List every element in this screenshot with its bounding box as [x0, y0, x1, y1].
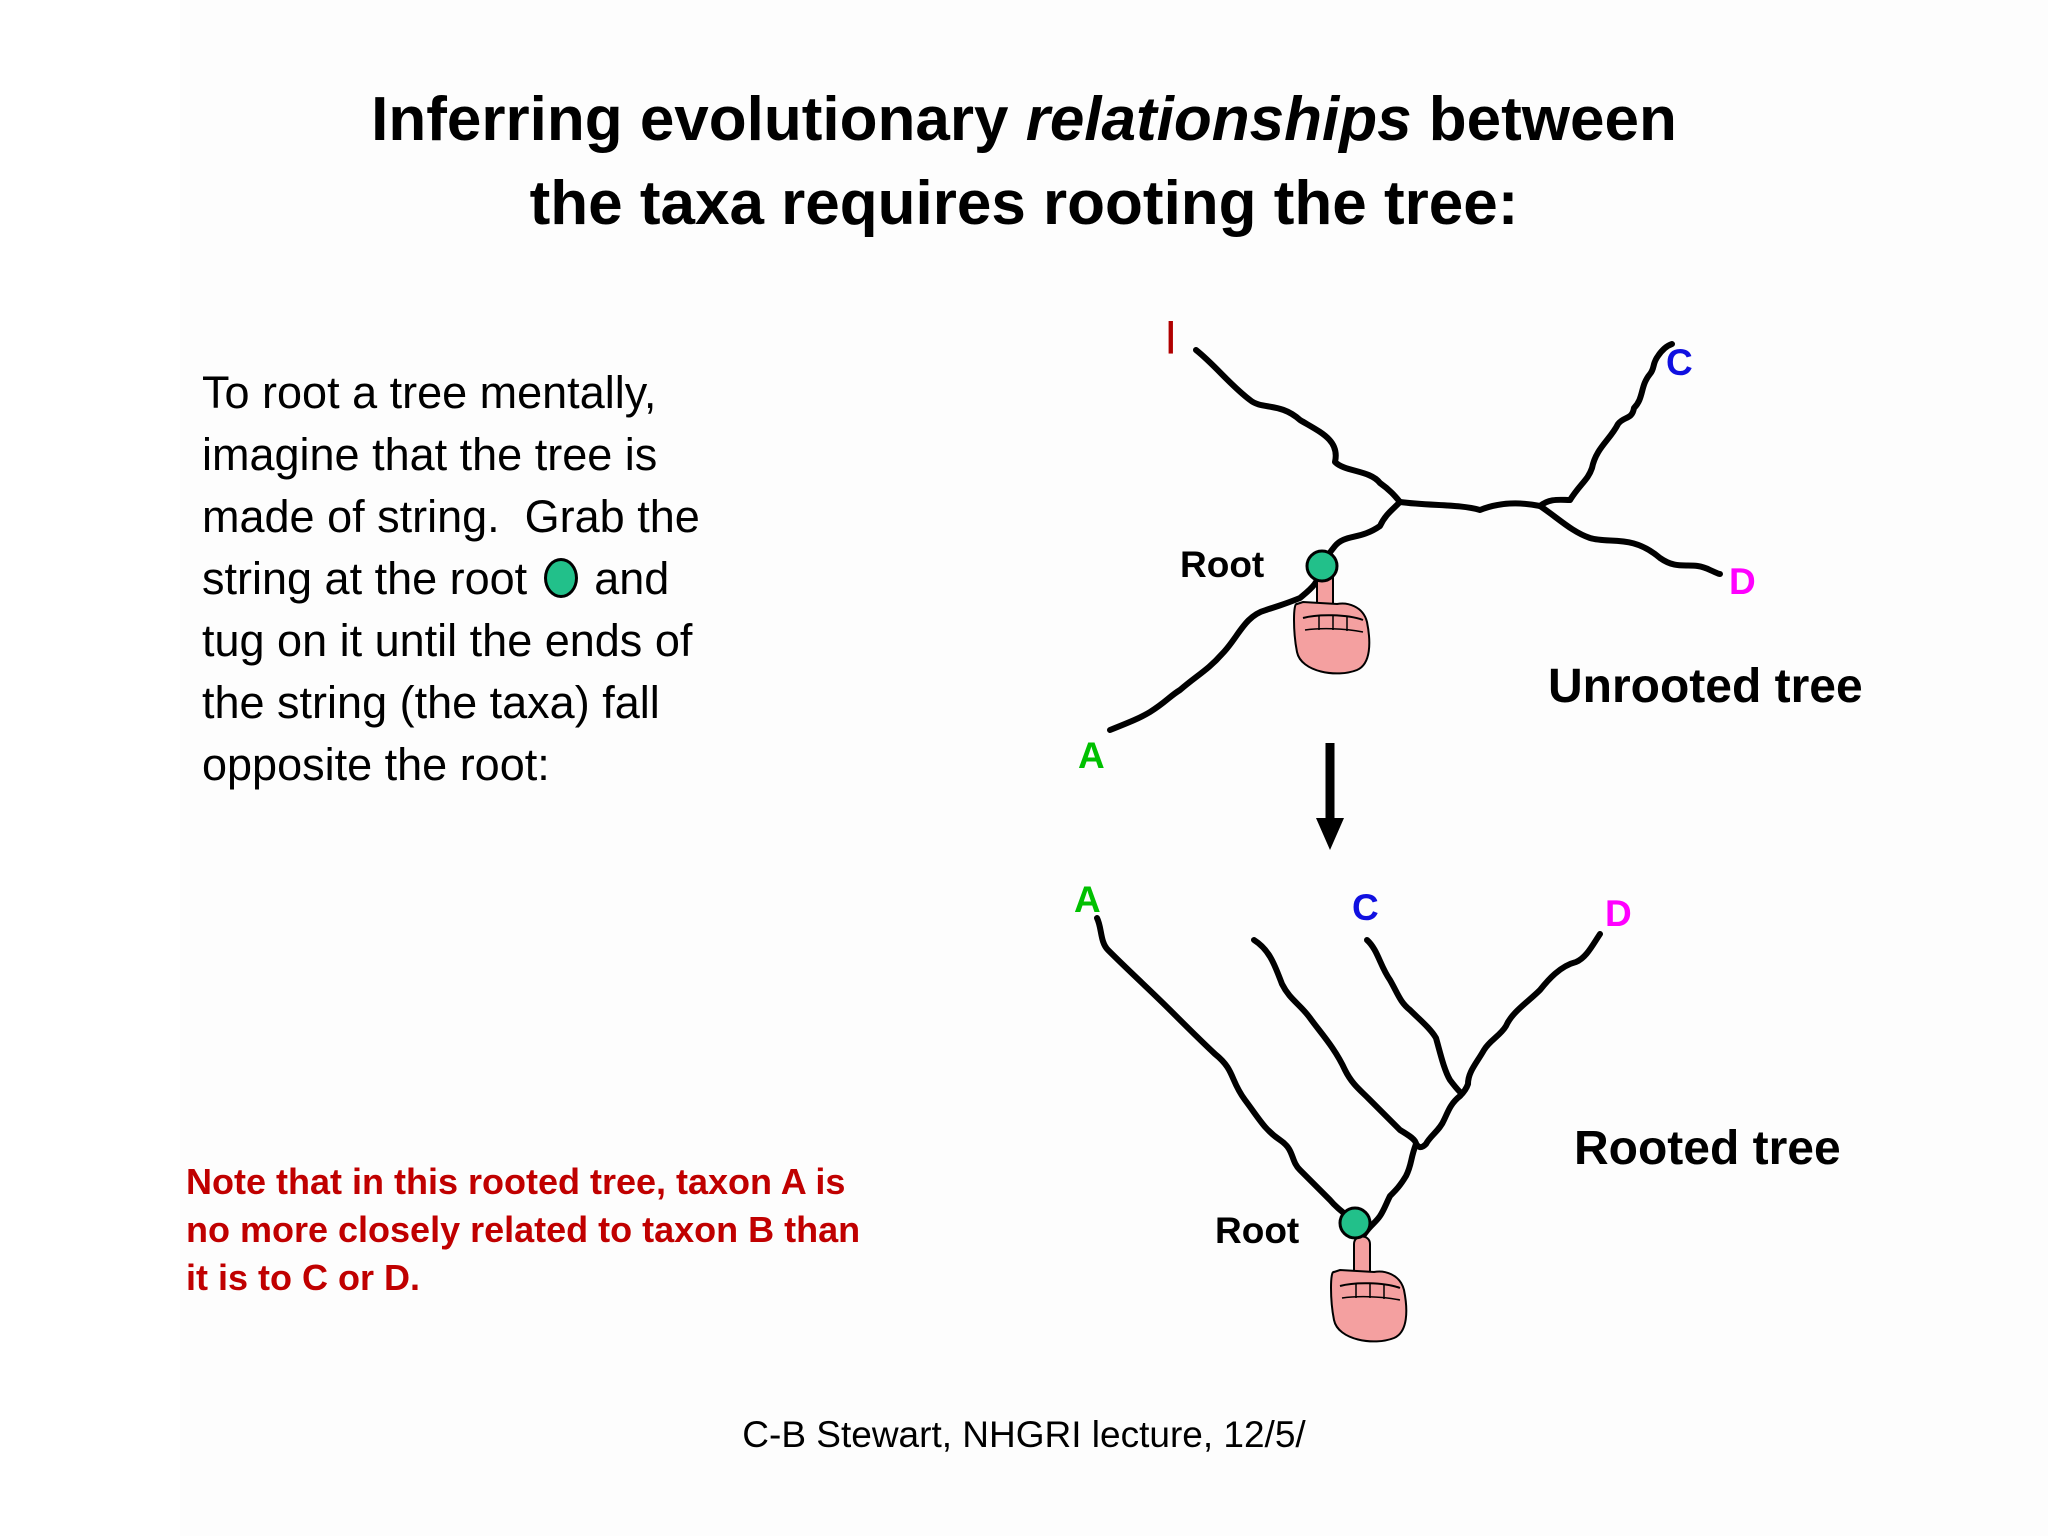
unrooted-taxon-a: A [1078, 735, 1105, 776]
unrooted-taxon-d: D [1729, 561, 1756, 602]
title-text-1: Inferring evolutionary [371, 85, 1026, 154]
unrooted-internal-branch [1397, 496, 1573, 513]
instruction-line: and [581, 553, 670, 604]
slide-background [180, 0, 2048, 1536]
unrooted-branch-top-left [1193, 347, 1403, 505]
rooted-branch-c [1364, 937, 1463, 1095]
instruction-line: the string (the taxa) fall [202, 677, 660, 728]
note-line: it is to C or D. [186, 1257, 420, 1298]
unrooted-root-dot [1305, 549, 1339, 583]
rooted-root-dot [1338, 1206, 1372, 1240]
down-arrow-icon [1316, 743, 1344, 850]
slide-footer: C-B Stewart, NHGRI lecture, 12/5/ [742, 1414, 1306, 1455]
rooted-tree [1094, 915, 1603, 1240]
rooted-taxon-a: A [1074, 879, 1101, 920]
unrooted-branch-a [1107, 563, 1325, 733]
rooted-branch-d [1457, 931, 1603, 1099]
instruction-line: To root a tree mentally, [202, 367, 657, 418]
rooted-root-label: Root [1215, 1210, 1299, 1251]
slide-title: Inferring evolutionary relationships bet… [0, 78, 2048, 246]
title-line-2: the taxa requires rooting the tree: [529, 169, 1519, 238]
rooted-tree-caption: Rooted tree [1574, 1122, 1841, 1175]
root-dot-icon [543, 558, 578, 598]
unrooted-taxon-top-left: | [1166, 316, 1176, 354]
instruction-line: made of string. Grab the [202, 491, 700, 542]
instruction-line: tug on it until the ends of [202, 615, 693, 666]
instruction-line: string at the root [202, 553, 540, 604]
unrooted-branch-d [1537, 503, 1723, 577]
note-line: Note that in this rooted tree, taxon A i… [186, 1161, 846, 1202]
rooted-taxon-d: D [1605, 893, 1632, 934]
title-italic-word: relationships [1025, 85, 1412, 154]
unrooted-branch-c [1567, 341, 1675, 503]
rooted-taxon-c: C [1352, 887, 1379, 928]
title-text-2: between [1411, 85, 1677, 154]
instruction-paragraph: To root a tree mentally, imagine that th… [202, 362, 822, 796]
title-line-1: Inferring evolutionary relationships bet… [0, 78, 2048, 162]
rooted-branch-cd [1413, 1093, 1463, 1151]
unrooted-tree-caption: Unrooted tree [1548, 660, 1863, 713]
unrooted-hand-icon [1293, 567, 1371, 675]
instruction-line: opposite the root: [202, 739, 550, 790]
rooted-branch-b [1251, 937, 1419, 1147]
unrooted-root-label: Root [1180, 544, 1264, 585]
red-note: Note that in this rooted tree, taxon A i… [186, 1158, 986, 1302]
rooted-branch-a [1094, 915, 1353, 1221]
note-line: no more closely related to taxon B than [186, 1209, 861, 1250]
instruction-line: imagine that the tree is [202, 429, 658, 480]
unrooted-taxon-c: C [1666, 342, 1693, 383]
unrooted-tree [1107, 341, 1723, 733]
rooted-hand-icon [1330, 1235, 1408, 1343]
